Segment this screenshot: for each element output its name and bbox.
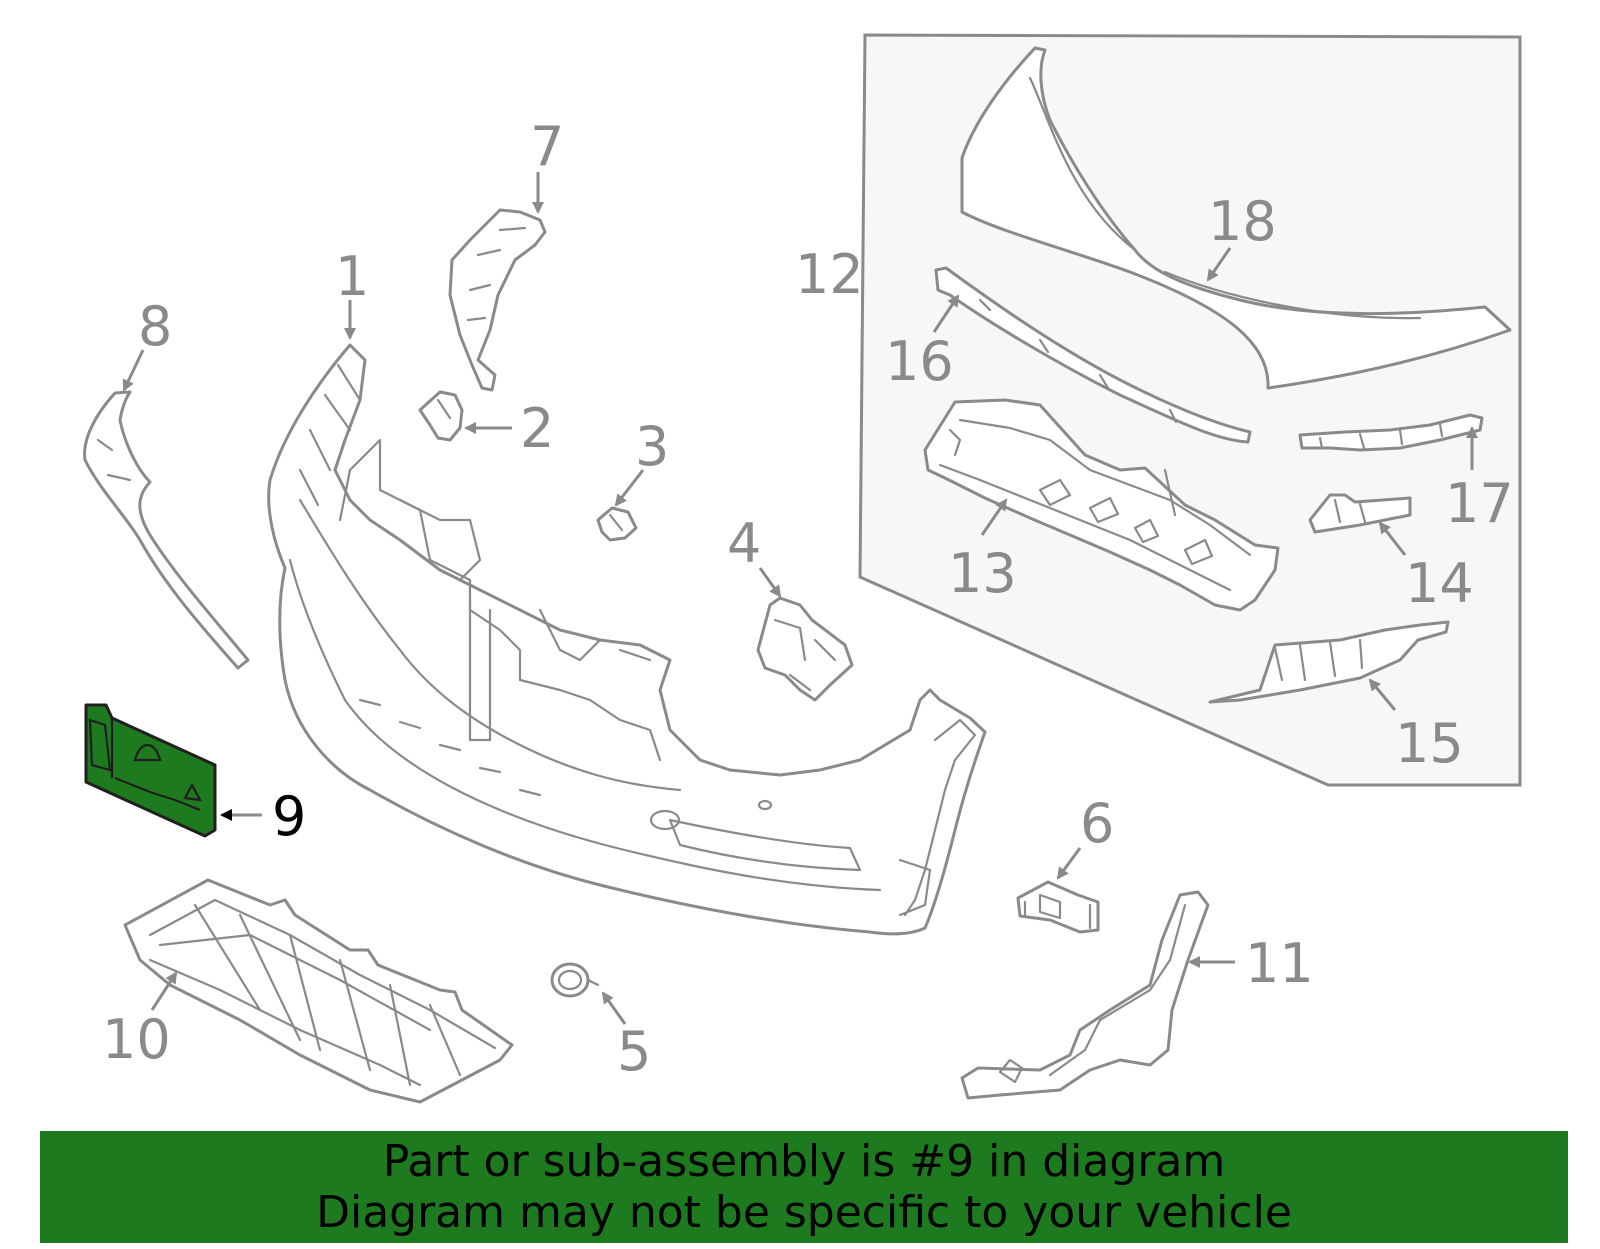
callout-1: 1 (335, 245, 369, 308)
callout-14: 14 (1405, 552, 1474, 615)
part-14-bracket (1308, 493, 1412, 534)
callout-9: 9 (272, 785, 306, 848)
leader-18 (1206, 247, 1232, 282)
callout-16: 16 (885, 330, 954, 393)
callout-11: 11 (1245, 932, 1314, 995)
part-15-lower-bracket (1208, 620, 1450, 704)
callout-17: 17 (1445, 472, 1514, 535)
part-13-energy-absorber (923, 398, 1280, 612)
callout-13: 13 (948, 542, 1017, 605)
part-7-side-bracket (448, 208, 547, 392)
part-2-clip (418, 390, 464, 442)
part-5-grommet (550, 962, 600, 998)
callout-15: 15 (1395, 712, 1464, 775)
part-9-license-plate-bracket (84, 703, 217, 838)
leader-3 (614, 469, 645, 507)
callout-7: 7 (530, 115, 564, 178)
callout-4: 4 (727, 512, 761, 575)
leader-5 (601, 991, 627, 1025)
part-11-side-bracket (960, 890, 1210, 1100)
callout-8: 8 (138, 295, 172, 358)
part-16-bracket (934, 266, 1252, 444)
leader-6 (1056, 847, 1082, 880)
leader-16 (932, 294, 960, 333)
leader-8 (122, 349, 145, 392)
leader-13 (980, 498, 1008, 536)
leader-4 (758, 567, 782, 598)
leader-14 (1378, 521, 1407, 556)
callout-10: 10 (102, 1008, 171, 1071)
part-6-bracket (1016, 880, 1100, 934)
part-4-bracket (756, 596, 854, 702)
leader-15 (1368, 678, 1397, 711)
callout-18: 18 (1208, 190, 1277, 253)
callout-3: 3 (635, 415, 669, 478)
part-10-under-tray (123, 878, 514, 1104)
part-8-side-trim (83, 390, 250, 670)
part-17-bracket (1298, 413, 1484, 452)
part-1-bumper-cover (267, 343, 987, 936)
callout-2: 2 (520, 397, 554, 460)
callout-6: 6 (1080, 792, 1114, 855)
callout-12: 12 (795, 243, 864, 306)
callout-5: 5 (617, 1020, 651, 1083)
leader-10 (150, 971, 178, 1011)
info-banner: Part or sub-assembly is #9 in diagram Di… (40, 1131, 1568, 1243)
banner-line-1: Part or sub-assembly is #9 in diagram (382, 1136, 1226, 1187)
banner-line-2: Diagram may not be specific to your vehi… (316, 1187, 1292, 1238)
part-18-absorber (960, 46, 1512, 390)
part-3-clip (596, 506, 638, 542)
